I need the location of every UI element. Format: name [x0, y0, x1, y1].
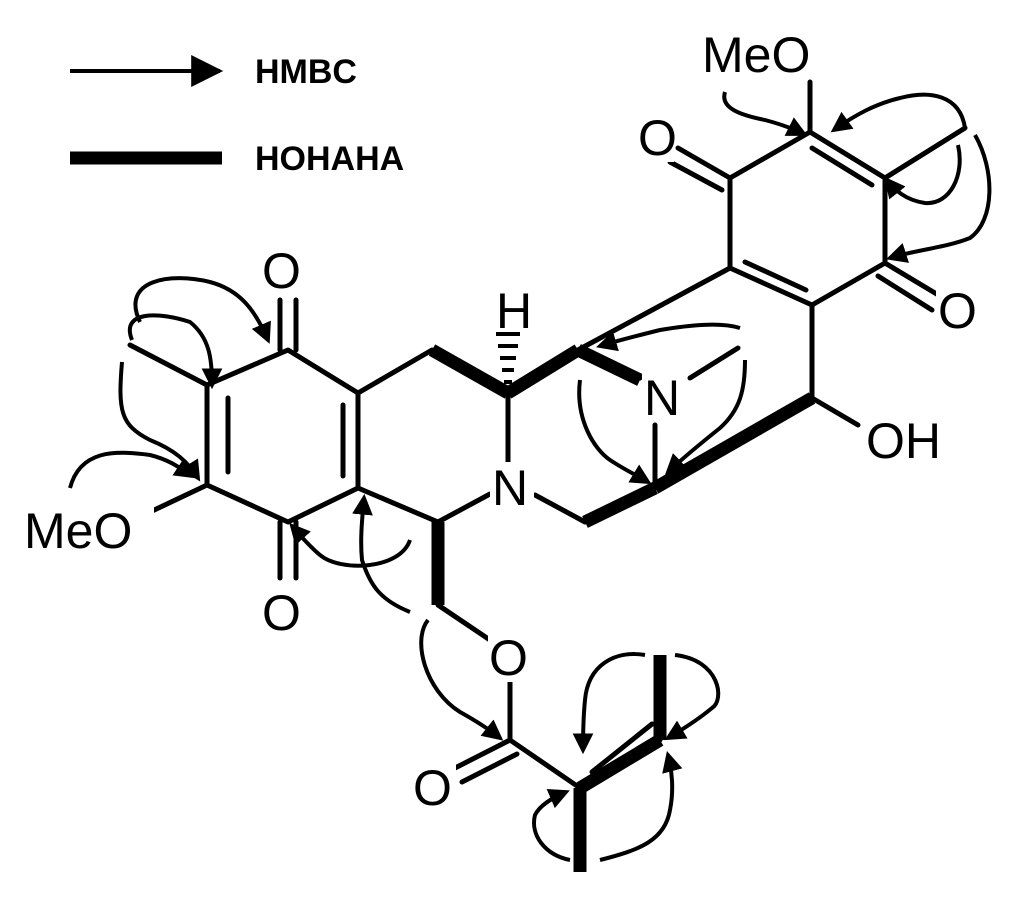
hmbc-correlations — [68, 91, 992, 862]
skeleton-bonds — [127, 79, 968, 791]
atom-o-top-left: O — [638, 110, 677, 166]
atom-meo-left: MeO — [24, 503, 132, 559]
atom-o-ester: O — [489, 630, 528, 686]
legend-hmbc-label: HMBC — [255, 53, 357, 91]
legend-hohaha-label: HOHAHA — [255, 140, 404, 178]
atom-labels: MeO O O O H N OH N MeO O O O — [24, 24, 980, 816]
hohaha-bonds — [428, 344, 816, 872]
atom-o-top-right: O — [938, 283, 977, 339]
atom-o-left-bottom: O — [262, 585, 301, 641]
atom-n-ring: N — [492, 460, 528, 516]
atom-oh: OH — [866, 413, 941, 469]
atom-o-left-top: O — [262, 243, 301, 299]
atom-meo-top: MeO — [702, 27, 810, 83]
atom-n-methyl: N — [644, 370, 680, 426]
atom-o-carbonyl: O — [413, 760, 452, 816]
stereo-hash — [496, 332, 520, 384]
atom-h-stereo: H — [496, 283, 532, 339]
legend: HMBC HOHAHA — [70, 53, 404, 178]
